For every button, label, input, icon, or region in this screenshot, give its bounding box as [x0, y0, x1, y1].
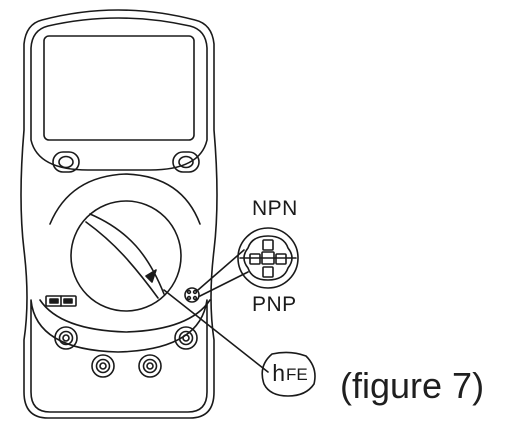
- input-jack-icon[interactable]: [174, 326, 198, 350]
- transistor-socket-small-icon[interactable]: [184, 287, 200, 303]
- figure-caption: (figure 7): [340, 365, 485, 406]
- function-button-left[interactable]: [52, 151, 80, 173]
- socket-callout-line: [197, 249, 245, 291]
- rotary-selector-icon[interactable]: [70, 200, 182, 312]
- lcd-display: [43, 35, 195, 141]
- dial-lower-arc: [39, 299, 211, 333]
- multimeter-inner-bezel: [30, 17, 208, 171]
- hfe-bubble-outline: [261, 351, 316, 397]
- pnp-label: PNP: [252, 293, 297, 316]
- input-jack-icon[interactable]: [54, 326, 78, 350]
- range-switch-icon[interactable]: [45, 295, 77, 307]
- multimeter-body-outline: [20, 9, 218, 419]
- transistor-socket-icon: [237, 227, 299, 289]
- dial-recess: [49, 173, 201, 225]
- input-jack-icon[interactable]: [138, 354, 162, 378]
- hfe-main-text: h: [272, 359, 286, 386]
- function-button-right[interactable]: [172, 151, 200, 173]
- hfe-callout-line: [163, 289, 269, 373]
- input-jack-icon[interactable]: [91, 354, 115, 378]
- hfe-sub-text: FE: [286, 365, 308, 384]
- npn-label: NPN: [252, 197, 298, 220]
- socket-callout-line-2: [199, 271, 249, 297]
